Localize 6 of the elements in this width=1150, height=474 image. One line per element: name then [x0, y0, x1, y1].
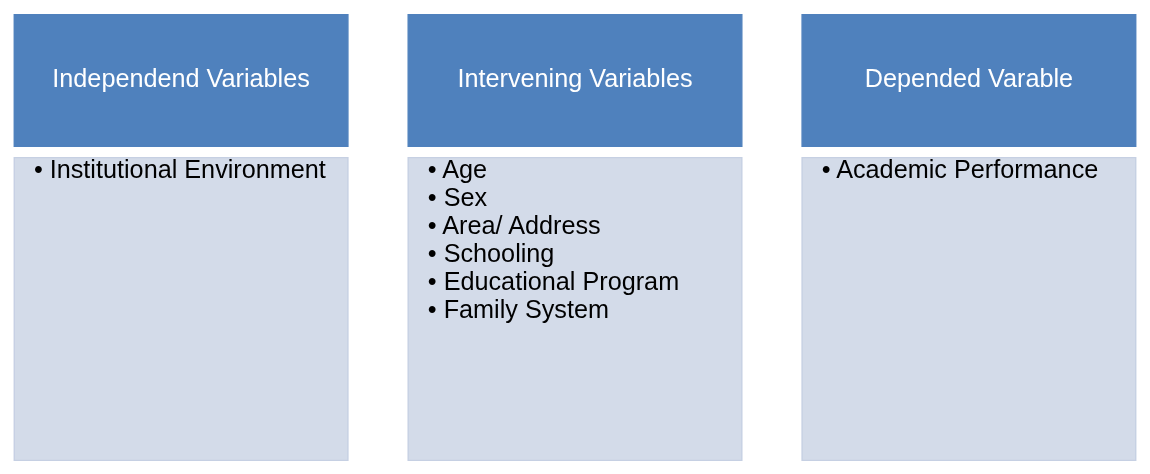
- node-box: • Academic Performance: [801, 156, 1137, 461]
- node-box: • Age • Sex • Area/ Address • Schooling • Educational Program • Family System: [407, 156, 743, 461]
- node-box: Independend Variables: [13, 13, 349, 147]
- node-box: • Institutional Environment: [13, 156, 349, 461]
- node-box: Depended Varable: [801, 13, 1137, 147]
- node-box: Intervening Variables: [407, 13, 743, 147]
